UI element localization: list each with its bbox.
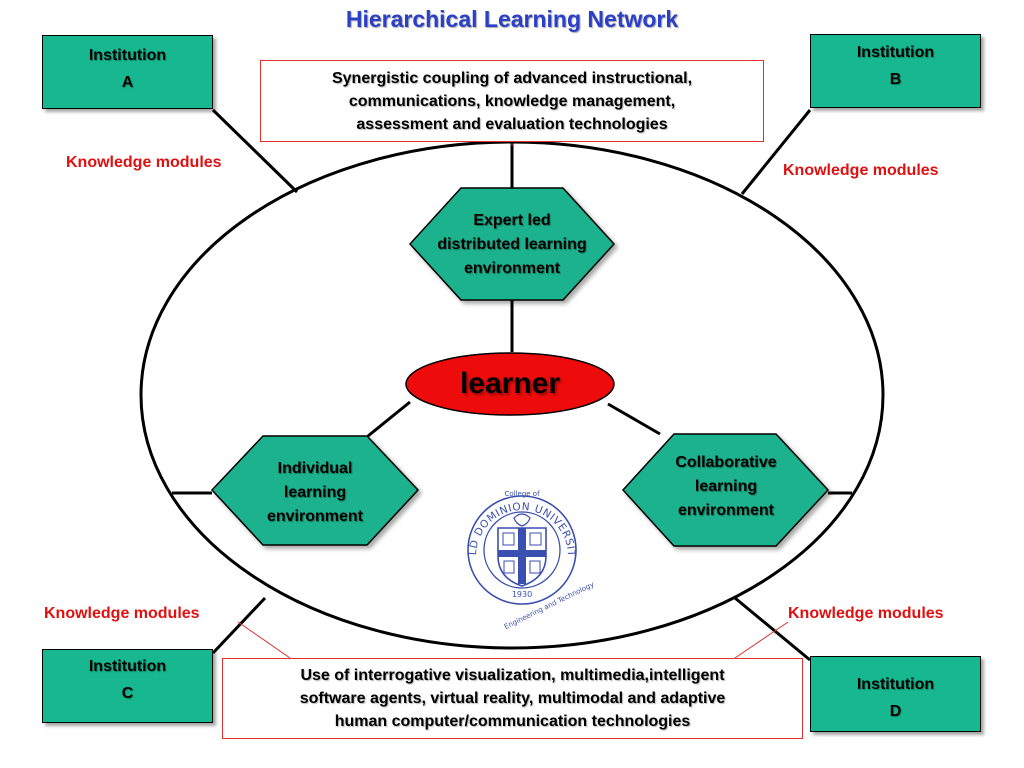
top-technologies-box: Synergistic coupling of advanced instruc…: [260, 60, 764, 142]
university-seal: OLD DOMINION UNIVERSITY College of 1930 …: [467, 490, 595, 631]
seal-cross-horizontal: [498, 550, 546, 557]
network-ellipse: [139, 140, 885, 650]
learner-label: learner: [459, 367, 561, 400]
institution-a-label: Institution: [88, 47, 167, 64]
seal-quadrant-tl: [502, 532, 515, 546]
seal-top-text: College of: [504, 490, 540, 498]
bottom-box-line-1: Use of interrogative visualization, mult…: [300, 667, 725, 684]
institution-c-label: Institution: [88, 658, 167, 675]
hexagon-expert-led: [408, 187, 616, 301]
connector-learner-individual: [367, 400, 411, 438]
seal-outer-ring: [467, 495, 577, 605]
learner-oval: [405, 352, 615, 416]
expert-led-line-3: environment: [463, 260, 560, 277]
institution-d-letter: D: [889, 703, 902, 720]
connector-institution-c: [211, 596, 267, 655]
bottom-box-line-2: software agents, virtual reality, multim…: [299, 690, 726, 707]
seal-year: 1930: [512, 590, 532, 599]
collaborative-line-3: environment: [677, 502, 774, 519]
bottom-technologies-box: Use of interrogative visualization, mult…: [222, 658, 803, 739]
seal-quadrant-tr: [529, 532, 542, 546]
institution-d-box: Institution D: [810, 656, 981, 732]
institution-b-label: Institution: [856, 44, 935, 61]
expert-led-line-1: Expert led: [473, 212, 551, 229]
diagram-title: Hierarchical Learning Network: [345, 6, 679, 32]
institution-c-letter: C: [121, 685, 134, 702]
connector-institution-b: [740, 109, 812, 195]
individual-label: Individual learning environment: [212, 456, 418, 530]
knowledge-modules-top-left: Knowledge modules: [66, 154, 222, 171]
institution-a-letter: A: [121, 74, 134, 91]
institution-d-label: Institution: [856, 676, 935, 693]
individual-line-3: environment: [266, 508, 363, 525]
leader-line-left: [237, 621, 291, 659]
institution-b-box: Institution B: [810, 34, 981, 108]
knowledge-modules-bottom-right: Knowledge modules: [788, 605, 944, 622]
individual-line-1: Individual: [277, 460, 353, 477]
hexagon-collaborative: [621, 433, 830, 547]
expert-led-line-2: distributed learning: [437, 236, 587, 253]
institution-c-box: Institution C: [42, 649, 213, 723]
top-box-line-1: Synergistic coupling of advanced instruc…: [331, 69, 693, 87]
seal-inner-ring: [483, 511, 561, 589]
knowledge-modules-bottom-left: Knowledge modules: [44, 605, 200, 622]
expert-led-label: Expert led distributed learning environm…: [405, 208, 619, 282]
knowledge-modules-top-right: Knowledge modules: [783, 162, 939, 179]
leader-line-right: [734, 621, 789, 659]
seal-crest-icon: [513, 513, 531, 527]
seal-quadrant-br: [529, 560, 541, 574]
top-box-line-3: assessment and evaluation technologies: [356, 115, 668, 133]
collaborative-line-2: learning: [694, 478, 758, 495]
connector-learner-collaborative: [607, 402, 661, 436]
seal-quadrant-bl: [503, 560, 515, 574]
top-box-line-2: communications, knowledge management,: [348, 92, 676, 110]
collaborative-label: Collaborative learning environment: [622, 450, 830, 524]
institution-b-letter: B: [889, 71, 902, 88]
bottom-box-line-3: human computer/communication technologie…: [334, 713, 691, 730]
connector-institution-d: [734, 596, 811, 662]
institution-a-box: Institution A: [42, 35, 213, 109]
collaborative-line-1: Collaborative: [675, 454, 777, 471]
connector-institution-a: [211, 108, 299, 194]
hexagon-individual: [210, 435, 420, 546]
individual-line-2: learning: [283, 484, 347, 501]
